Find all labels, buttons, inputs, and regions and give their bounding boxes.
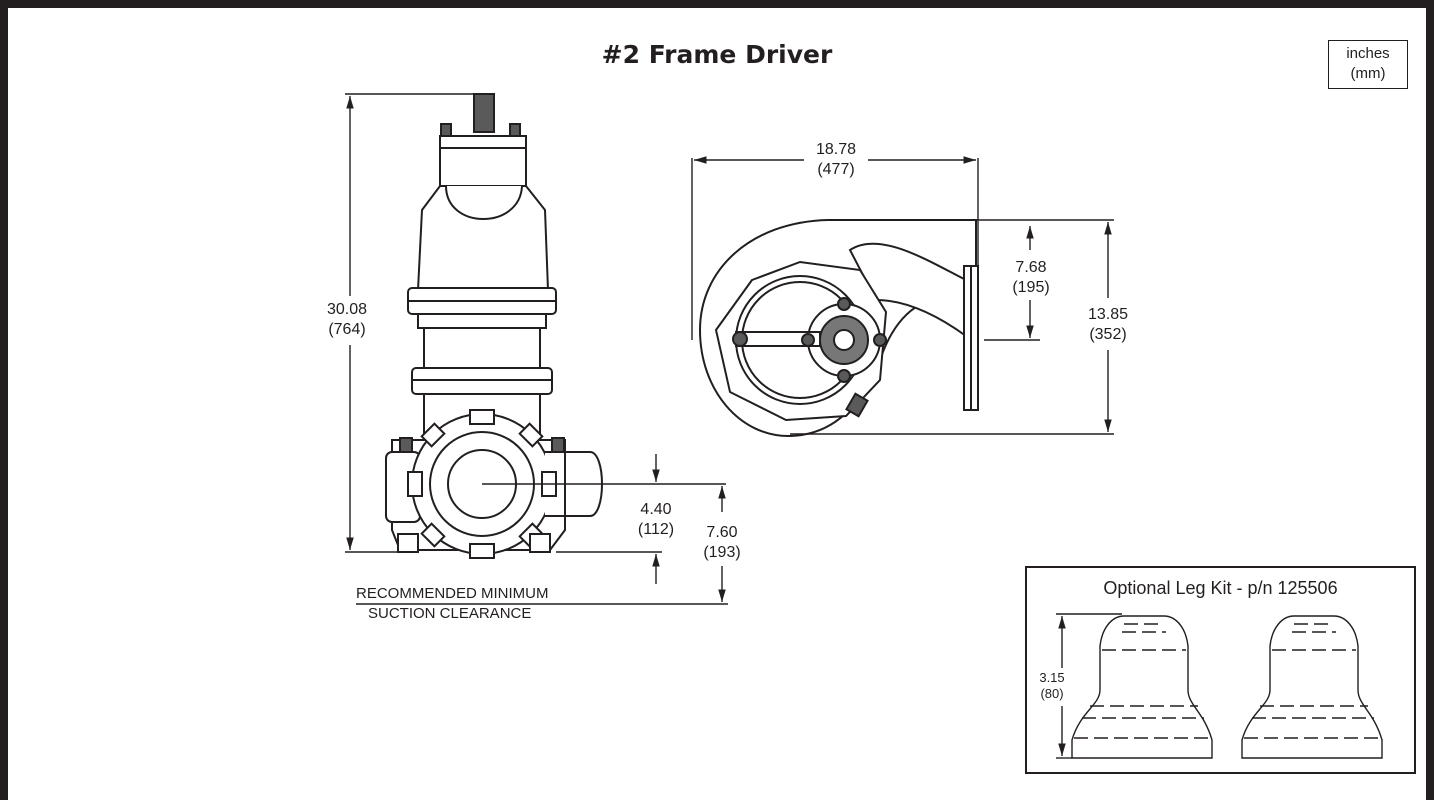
leg-kit-box: Optional Leg Kit - p/n 125506	[1025, 566, 1416, 774]
leg-right	[1241, 615, 1383, 759]
leg-left	[1071, 615, 1213, 759]
dim-suction-clearance: 7.60 (193)	[692, 523, 752, 563]
dim-value-in: 7.60	[706, 524, 738, 541]
dim-discharge-offset: 7.68 (195)	[998, 258, 1064, 298]
pump-front-view	[385, 93, 603, 559]
units-secondary: (mm)	[1350, 65, 1386, 82]
dim-value-mm: (477)	[817, 161, 855, 178]
leg-kit-title: Optional Leg Kit - p/n 125506	[1103, 578, 1338, 598]
dim-value-mm: (80)	[1040, 686, 1064, 701]
dim-value-mm: (112)	[637, 521, 675, 538]
dim-value-in: 18.78	[815, 141, 857, 158]
dim-suction-centerline: 4.40 (112)	[626, 500, 686, 540]
pump-plan-view	[698, 219, 979, 438]
dim-value-in: 4.40	[640, 501, 672, 518]
dim-value-mm: (764)	[328, 321, 366, 338]
dim-leg-height: 3.15 (80)	[1030, 670, 1074, 702]
dim-value-mm: (352)	[1089, 326, 1127, 343]
leg-kit-drawings	[1056, 613, 1383, 759]
dim-value-in: 13.85	[1087, 306, 1129, 323]
dim-value-mm: (195)	[1012, 279, 1050, 296]
page-title: #2 Frame Driver	[601, 40, 833, 69]
dim-value-in: 30.08	[326, 301, 368, 318]
dimension-lines	[345, 93, 1114, 605]
units-primary: inches	[1346, 45, 1390, 62]
dim-value-in: 3.15	[1039, 670, 1065, 685]
dim-overall-height: 30.08 (764)	[312, 300, 382, 340]
note-line-1: RECOMMENDED MINIMUM	[356, 585, 549, 602]
dim-value-mm: (193)	[703, 544, 741, 561]
dim-value-in: 7.68	[1015, 259, 1047, 276]
dim-width: 18.78 (477)	[800, 140, 872, 180]
note-line-2: SUCTION CLEARANCE	[368, 605, 532, 622]
dim-depth: 13.85 (352)	[1074, 305, 1142, 345]
units-legend: inches (mm)	[1328, 40, 1408, 89]
